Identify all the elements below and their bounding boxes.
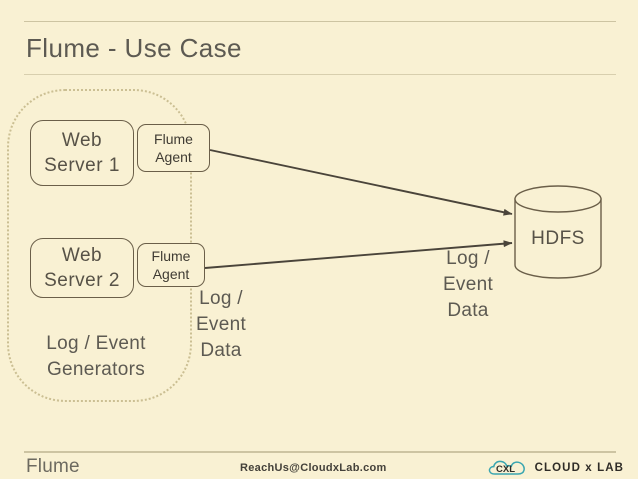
footer-divider [24,451,616,453]
cloud-icon: CXL [488,460,525,475]
log-event-data-right-label: Log / Event Data [442,248,494,321]
flume-agent-2-label: Flume Agent [151,248,191,282]
flume-agent-1-box: Flume Agent [137,124,210,172]
arrow-agent1-to-hdfs [209,149,513,216]
web-server-1-label: Web Server 1 [44,130,120,176]
web-server-2-box: Web Server 2 [30,238,134,298]
header-divider-bottom [24,74,616,75]
header-divider-top [24,21,616,22]
cloudxlab-logo: CXL CLOUD x LAB [487,458,624,478]
web-server-2-label: Web Server 2 [44,245,120,291]
page-title: Flume - Use Case [26,33,242,63]
footer-section-label: Flume [26,456,80,477]
flume-agent-1-label: Flume Agent [154,131,193,165]
flume-agent-2-box: Flume Agent [137,243,205,287]
cloudxlab-logo-text: CLOUD x LAB [534,462,624,474]
log-event-generators-label: Log / Event Generators [46,333,146,380]
logo-monogram: CXL [496,464,515,475]
log-event-data-left-label: Log / Event Data [195,288,247,361]
footer-email: ReachUs@CloudxLab.com [240,462,387,474]
hdfs-label: HDFS [531,228,585,249]
web-server-1-box: Web Server 1 [30,120,134,186]
